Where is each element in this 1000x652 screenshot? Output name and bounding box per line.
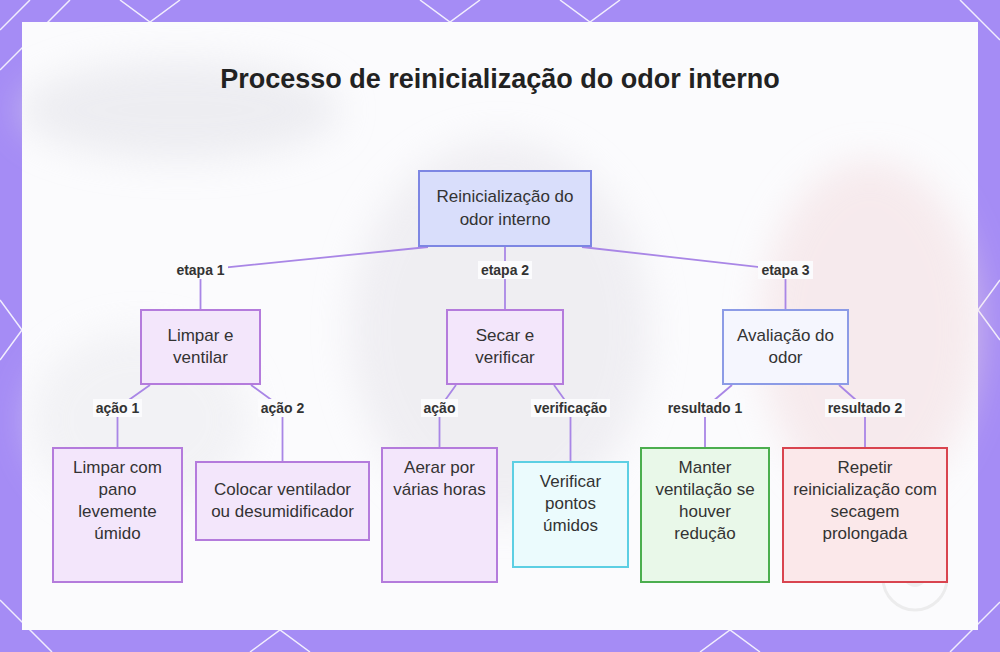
connector-line xyxy=(582,247,786,309)
box-text: Repetir reinicialização com secagem prol… xyxy=(790,457,940,545)
box-text: Limpar com pano levemente úmido xyxy=(60,457,175,545)
edge-label: ação xyxy=(421,399,459,418)
box-text: Colocar ventilador ou desumidificador xyxy=(203,479,362,523)
process-box: Verificar pontos úmidos xyxy=(512,461,629,568)
process-box: Reinicialização do odor interno xyxy=(418,170,592,247)
process-box: Repetir reinicialização com secagem prol… xyxy=(782,447,948,583)
box-text: Limpar e ventilar xyxy=(148,325,253,369)
process-box: Aerar por várias horas xyxy=(381,447,498,583)
connector-line xyxy=(201,247,429,309)
connector-line xyxy=(554,385,571,461)
process-box: Limpar com pano levemente úmido xyxy=(52,447,183,583)
box-text: Manter ventilação se houver redução xyxy=(648,457,762,545)
process-box: Avaliação do odor xyxy=(722,309,849,385)
process-box: Secar e verificar xyxy=(446,309,564,385)
edge-label: ação 2 xyxy=(258,399,308,418)
connector-line xyxy=(251,385,283,461)
edge-label: etapa 2 xyxy=(478,261,532,280)
process-box: Limpar e ventilar xyxy=(140,309,261,385)
box-text: Reinicialização do odor interno xyxy=(426,186,584,230)
edge-label: etapa 3 xyxy=(758,261,812,280)
box-text: Verificar pontos úmidos xyxy=(520,471,621,537)
diagram-title: Processo de reinicialização do odor inte… xyxy=(220,62,780,97)
edge-label: resultado 1 xyxy=(665,399,746,418)
process-box: Manter ventilação se houver redução xyxy=(640,447,770,583)
box-text: Aerar por várias horas xyxy=(389,457,490,501)
box-text: Secar e verificar xyxy=(454,325,556,369)
box-text: Avaliação do odor xyxy=(730,325,841,369)
edge-label: resultado 2 xyxy=(825,399,906,418)
process-box: Colocar ventilador ou desumidificador xyxy=(195,461,370,541)
edge-label: ação 1 xyxy=(93,399,143,418)
edge-label: verificação xyxy=(531,399,610,418)
edge-label: etapa 1 xyxy=(173,261,227,280)
